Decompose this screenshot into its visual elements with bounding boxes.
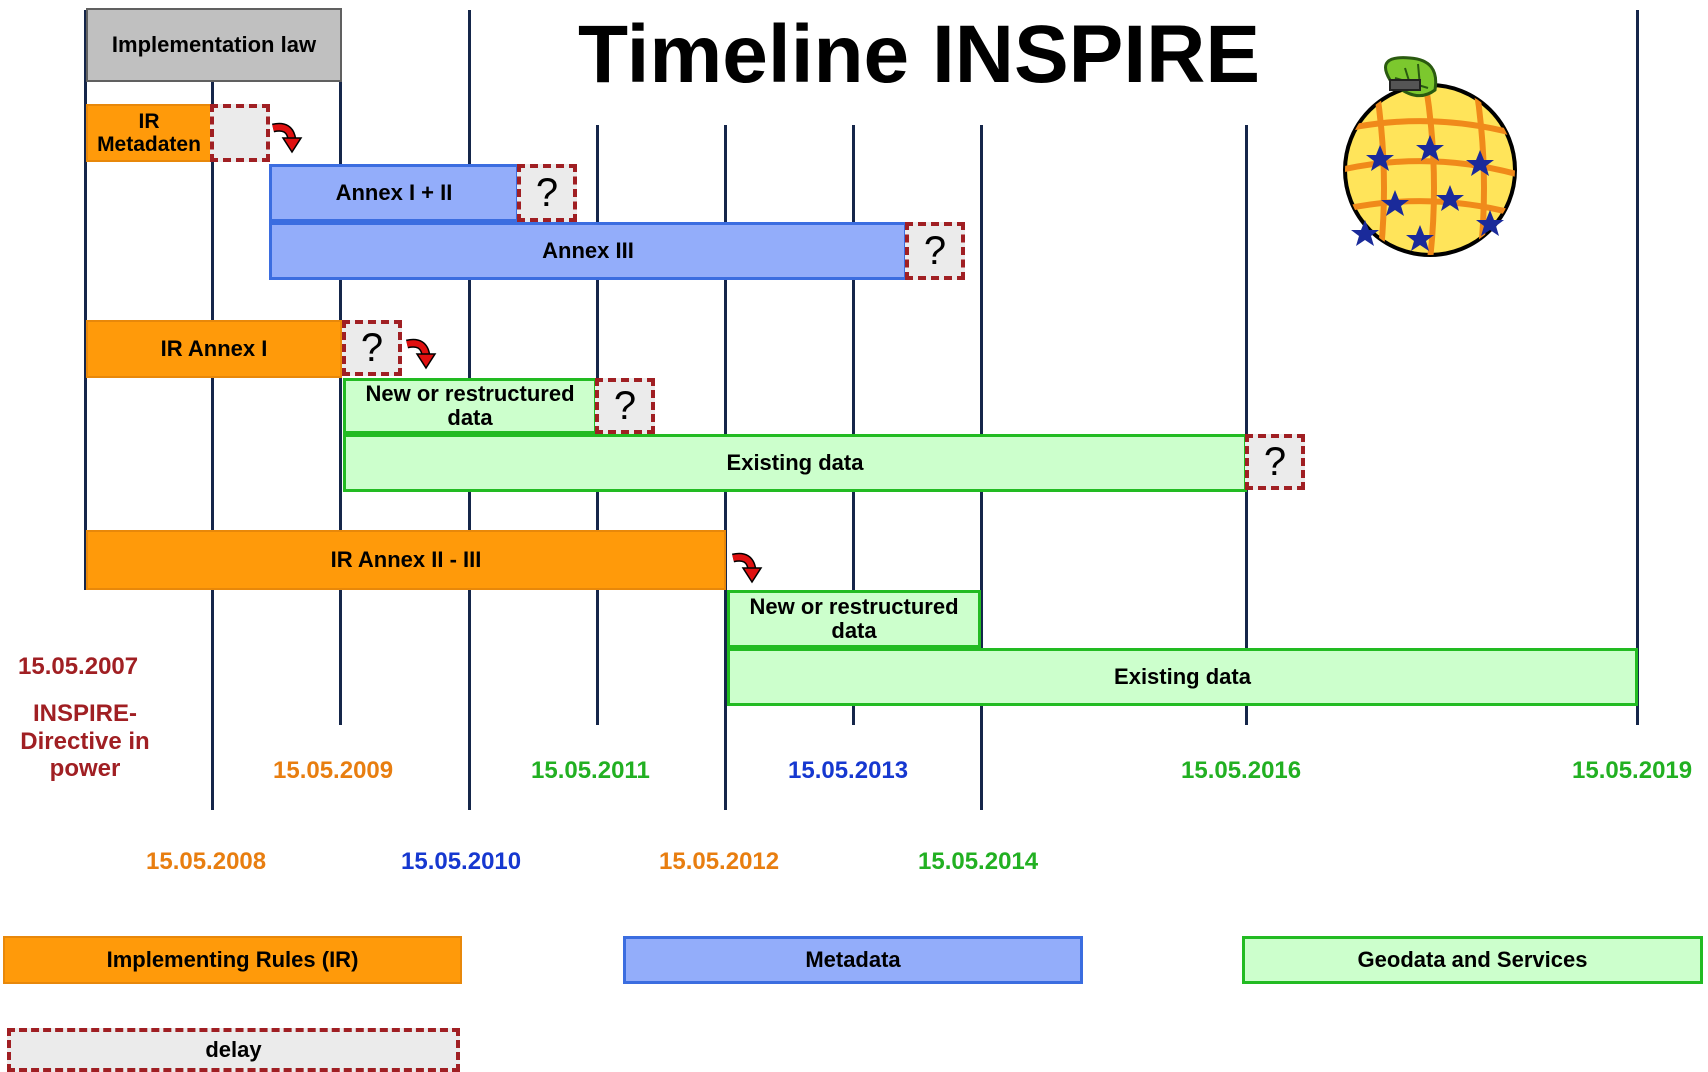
curved-red-arrow-icon [271, 122, 303, 154]
legend-delay: delay [7, 1028, 460, 1072]
legend-geodata-services: Geodata and Services [1242, 936, 1703, 984]
date-2014: 15.05.2014 [918, 848, 1039, 875]
date-2008: 15.05.2008 [146, 848, 267, 875]
inspire-globe-logo-icon [1343, 56, 1517, 257]
legend-metadata: Metadata [623, 936, 1083, 984]
ir-annex-2-3-bar: IR Annex II - III [86, 530, 726, 590]
implementation-law-bar: Implementation law [86, 8, 342, 82]
directive-note: INSPIRE-Directive in power [20, 700, 150, 783]
annex-1-2-label: Annex I + II [335, 179, 453, 205]
new-data-2-label: New or restructured data [749, 593, 959, 643]
delay-box-ir-annex-1: ? [342, 320, 402, 376]
new-data-1-bar: New or restructured data [343, 378, 597, 434]
date-2007: 15.05.2007 [18, 653, 139, 680]
delay-question-mark: ? [535, 170, 559, 215]
ir-annex-1-label: IR Annex I [160, 335, 268, 361]
implementation-law-label: Implementation law [111, 31, 317, 57]
delay-question-mark: ? [1263, 439, 1287, 484]
new-data-2-bar: New or restructured data [727, 590, 981, 648]
date-2010: 15.05.2010 [401, 848, 522, 875]
ir-annex-2-3-label: IR Annex II - III [330, 546, 482, 572]
legend-ir-label: Implementing Rules (IR) [106, 947, 359, 972]
ir-metadaten-bar: IR Metadaten [86, 104, 212, 162]
existing-data-1-label: Existing data [726, 449, 864, 475]
legend-metadata-label: Metadata [805, 947, 901, 972]
curved-red-arrow-icon [731, 552, 763, 584]
date-2019: 15.05.2019 [1572, 757, 1693, 784]
curved-red-arrow-icon [405, 338, 437, 370]
ir-metadaten-label: IR Metadaten [97, 109, 201, 156]
legend-delay-label: delay [205, 1037, 262, 1062]
delay-box-metadaten [210, 104, 270, 162]
delay-box-annex-1-2: ? [517, 164, 577, 222]
gridline-2019 [1636, 10, 1639, 725]
delay-box-annex-3: ? [905, 222, 965, 280]
date-2011: 15.05.2011 [531, 757, 650, 784]
gridline-2013 [852, 125, 855, 725]
legend-implementing-rules: Implementing Rules (IR) [3, 936, 462, 984]
existing-data-2-bar: Existing data [727, 648, 1638, 706]
delay-box-new-data-1: ? [595, 378, 655, 434]
delay-box-existing-data-1: ? [1245, 434, 1305, 490]
existing-data-2-label: Existing data [1114, 663, 1251, 689]
delay-question-mark: ? [613, 383, 637, 428]
date-2012: 15.05.2012 [659, 848, 780, 875]
gridline-2016 [1245, 125, 1248, 725]
legend-geodata-label: Geodata and Services [1357, 947, 1588, 972]
page-title: Timeline INSPIRE [578, 9, 1261, 100]
annex-3-label: Annex III [542, 237, 634, 263]
ir-annex-1-bar: IR Annex I [86, 320, 342, 378]
date-2016: 15.05.2016 [1181, 757, 1302, 784]
existing-data-1-bar: Existing data [343, 434, 1247, 492]
annex-1-2-bar: Annex I + II [269, 164, 519, 222]
annex-3-bar: Annex III [269, 222, 907, 280]
gridline-2007 [84, 10, 87, 590]
new-data-1-label: New or restructured data [365, 380, 575, 430]
gridline-2008 [211, 10, 214, 810]
date-2009: 15.05.2009 [273, 757, 394, 784]
delay-question-mark: ? [360, 325, 384, 370]
date-2013: 15.05.2013 [788, 757, 909, 784]
delay-question-mark: ? [923, 228, 947, 273]
